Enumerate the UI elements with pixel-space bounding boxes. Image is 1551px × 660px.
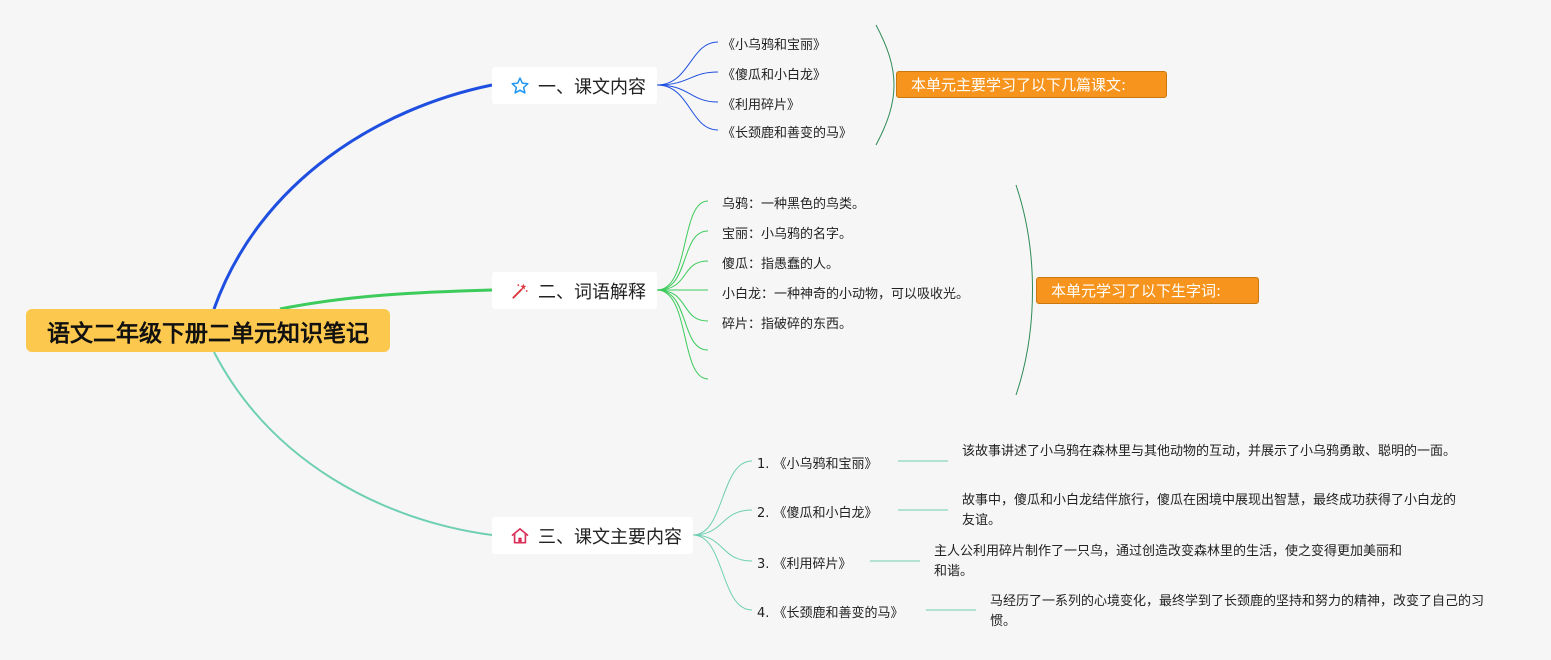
lesson-item[interactable]: 《利用碎片》 [722, 98, 801, 113]
lesson-item[interactable]: 《长颈鹿和善变的马》 [722, 126, 853, 141]
star-icon [510, 76, 530, 96]
word-item[interactable]: 乌鸦：一种黑色的鸟类。 [722, 197, 866, 212]
root-to-branch3-line [213, 351, 493, 536]
story-title[interactable]: 3. 《利用碎片》 [757, 557, 852, 572]
lesson-item[interactable]: 《傻瓜和小白龙》 [722, 68, 827, 83]
branch2-leaf-connectors [656, 200, 709, 380]
house-icon [510, 526, 530, 546]
branch-label: 一、课文内容 [538, 76, 646, 98]
branch1-summary-brace [875, 24, 895, 146]
branch2-summary-brace [1015, 184, 1033, 396]
word-item[interactable]: 傻瓜：指愚蠢的人。 [722, 257, 840, 272]
magic-wand-icon [510, 281, 530, 301]
branch-word-explanations[interactable]: 二、词语解释 [492, 272, 657, 309]
branch1-leaf-connectors [656, 41, 719, 131]
word-item[interactable]: 碎片：指破碎的东西。 [722, 317, 853, 332]
lesson-item[interactable]: 《小乌鸦和宝丽》 [722, 38, 827, 53]
story-description[interactable]: 故事中，傻瓜和小白龙结伴旅行，傻瓜在困境中展现出智慧，最终成功获得了小白龙的友谊… [962, 493, 1457, 528]
branch-main-content[interactable]: 三、课文主要内容 [492, 517, 693, 554]
summary-text: 本单元主要学习了以下几篇课文: [911, 76, 1127, 94]
root-to-branch1-line [212, 83, 493, 310]
summary-text: 本单元学习了以下生字词: [1051, 282, 1222, 300]
story-description[interactable]: 该故事讲述了小乌鸦在森林里与其他动物的互动，并展示了小乌鸦勇敢、聪明的一面。 [962, 444, 1457, 459]
root-to-branch2-line [279, 288, 493, 311]
root-title: 语文二年级下册二单元知识笔记 [47, 320, 369, 347]
branch-label: 二、词语解释 [538, 281, 646, 303]
story-title[interactable]: 4. 《长颈鹿和善变的马》 [757, 606, 904, 621]
story-description[interactable]: 主人公利用碎片制作了一只鸟，通过创造改变森林里的生活，使之变得更加美丽和和谐。 [934, 544, 1403, 579]
story-title[interactable]: 1. 《小乌鸦和宝丽》 [757, 457, 878, 472]
summary-lessons[interactable]: 本单元主要学习了以下几篇课文: [896, 71, 1167, 98]
word-item[interactable]: 小白龙：一种神奇的小动物，可以吸收光。 [722, 287, 970, 302]
story-title[interactable]: 2. 《傻瓜和小白龙》 [757, 506, 878, 521]
branch3-item-connectors [692, 460, 976, 611]
word-item[interactable]: 宝丽：小乌鸦的名字。 [722, 227, 853, 242]
branch-lesson-content[interactable]: 一、课文内容 [492, 67, 657, 104]
story-description[interactable]: 马经历了一系列的心境变化，最终学到了长颈鹿的坚持和努力的精神，改变了自己的习惯。 [990, 594, 1485, 629]
branch-label: 三、课文主要内容 [538, 526, 682, 548]
summary-words[interactable]: 本单元学习了以下生字词: [1036, 277, 1259, 304]
root-topic[interactable]: 语文二年级下册二单元知识笔记 [26, 309, 390, 352]
